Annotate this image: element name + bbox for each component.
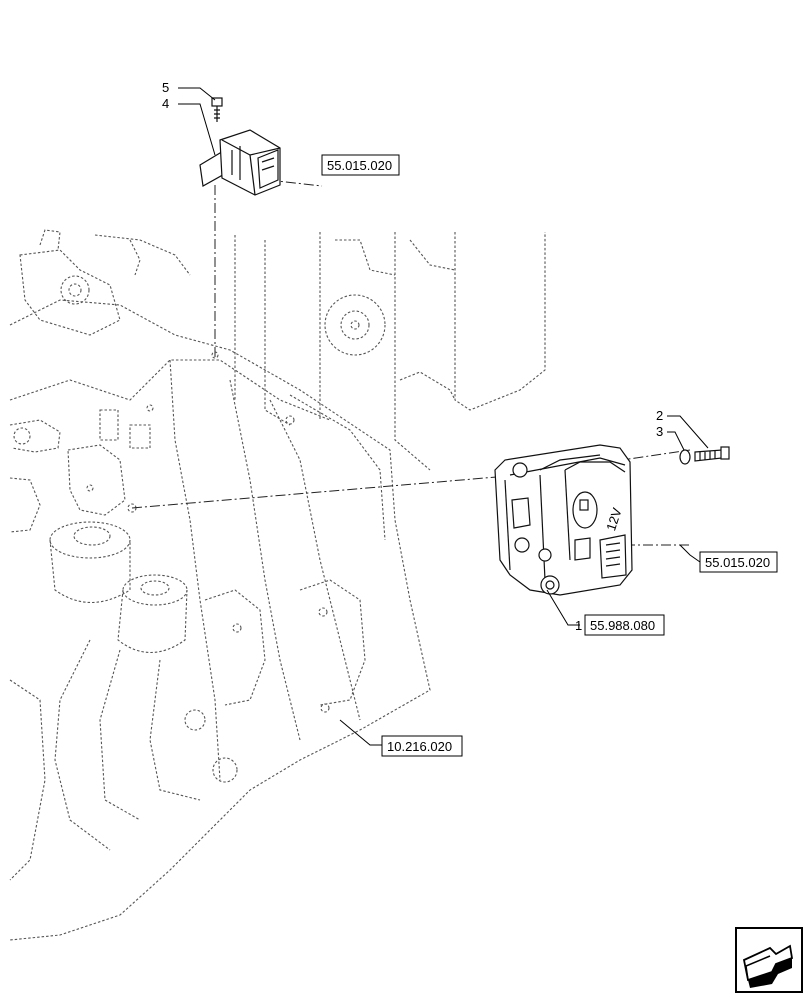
ref-module-connector-text: 55.015.020 [705, 555, 770, 570]
module-voltage-label: 12V [603, 506, 625, 533]
ref-box-module-connector[interactable]: 55.015.020 [699, 551, 778, 573]
leader-1 [546, 589, 580, 626]
ref-box-engine[interactable]: 10.216.020 [381, 735, 463, 757]
module-bolt[interactable] [679, 446, 730, 465]
engine-block-ghost [9, 229, 546, 941]
ref-relay-text: 55.015.020 [327, 158, 392, 173]
callout-2: 2 [656, 408, 663, 423]
leader-5 [178, 87, 216, 101]
leader-3 [667, 431, 685, 451]
next-page-arrow-icon[interactable] [735, 927, 803, 993]
relay-screw[interactable] [211, 97, 223, 122]
ref-module-text: 55.988.080 [590, 618, 655, 633]
leader-2 [667, 415, 709, 449]
ref-engine-text: 10.216.020 [387, 739, 452, 754]
control-module[interactable]: 12V [494, 444, 633, 596]
ref-box-module[interactable]: 55.988.080 [584, 614, 665, 636]
callout-1: 1 [575, 618, 582, 633]
relay-part[interactable] [199, 129, 281, 196]
module-mount-axis [131, 449, 691, 509]
leader-module-connector-ref [679, 544, 701, 563]
leader-engine-ref [339, 719, 382, 746]
ref-box-relay[interactable]: 55.015.020 [321, 154, 400, 176]
callout-3: 3 [656, 424, 663, 439]
callout-4: 4 [162, 96, 169, 111]
leader-4 [178, 103, 216, 156]
callout-leaders [178, 87, 709, 746]
callout-5: 5 [162, 80, 169, 95]
